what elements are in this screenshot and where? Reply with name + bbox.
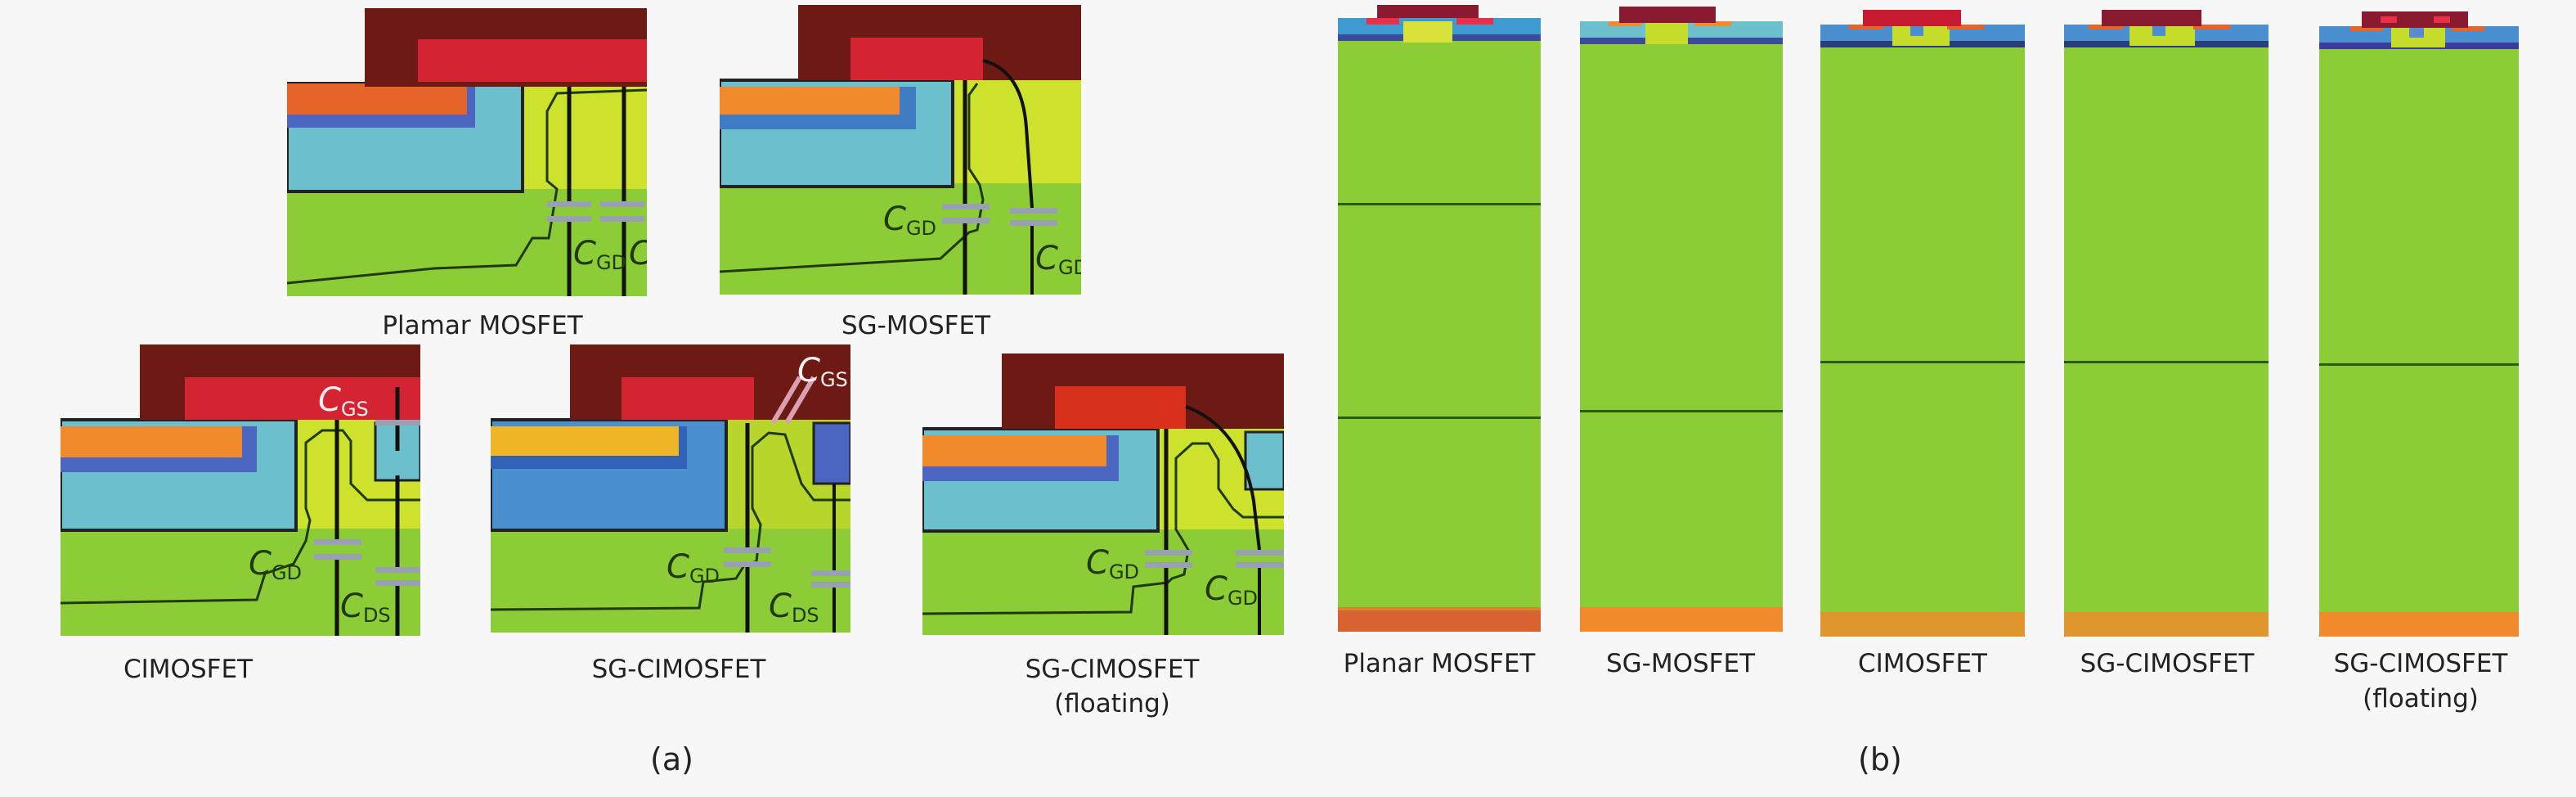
cds-label: CDS <box>769 588 819 627</box>
cimosfet-structure <box>61 344 420 636</box>
cgd-label: CGD <box>666 548 720 588</box>
sg-junction-line <box>1580 410 1783 412</box>
sg-mosfet-full-structure <box>1580 5 1783 632</box>
sgci-floating-b-label: SG-CIMOSFET <box>2333 649 2508 678</box>
cgs-label: CGS <box>797 352 848 391</box>
planar-mosfet-label: Plamar MOSFET <box>382 311 583 340</box>
sg-cimosfet-floating-sublabel: (floating) <box>1054 689 1170 718</box>
sg-mosfet-structure <box>720 5 1081 295</box>
cimosfet-label: CIMOSFET <box>123 655 253 684</box>
sg-b-label: SG-MOSFET <box>1605 649 1756 678</box>
ci-full-structure-svg <box>1820 10 2025 637</box>
sg-cimosfet-structure <box>491 344 850 633</box>
panel-a-label: (a) <box>650 741 693 777</box>
cgd-label: CGD <box>249 545 303 584</box>
sgci-b-label: SG-CIMOSFET <box>2080 649 2255 678</box>
sg-mosfet-cross-section: CGD CGD <box>720 5 1081 295</box>
cgd-label-2: CGD <box>629 237 647 272</box>
sgci-junction-line <box>2064 361 2269 363</box>
panel-b-label: (b) <box>1858 741 1902 777</box>
sg-cimosfet-floating-label: SG-CIMOSFET <box>1025 655 1200 684</box>
sg-full-structure-svg <box>1580 7 1783 632</box>
planar-mosfet-full-structure <box>1338 5 1541 632</box>
cgd-label-1: CGD <box>573 235 627 274</box>
sgci-floating-b-sublabel: (floating) <box>2363 684 2479 714</box>
sg-cimosfet-full-structure <box>2064 7 2269 637</box>
cgd-label-1: CGD <box>883 200 937 240</box>
planar-b-label: Planar MOSFET <box>1343 649 1536 678</box>
sg-cimosfet-floating-structure <box>922 353 1284 635</box>
cimosfet-cross-section: CGS CGD CDS <box>61 344 420 636</box>
sg-cimosfet-floating-full-structure <box>2319 8 2519 637</box>
planar-junction-line <box>1338 417 1541 419</box>
sg-cimosfet-cross-section: CGS CGD CDS <box>491 344 850 633</box>
cgs-label: CGS <box>318 381 369 421</box>
ci-b-label: CIMOSFET <box>1858 649 1987 678</box>
sgci-floating-junction-line <box>2319 363 2519 366</box>
planar-mosfet-cross-section: CGD CGD <box>287 5 647 296</box>
sg-cimosfet-floating-cross-section: CGD CGD <box>922 353 1284 635</box>
cds-label: CDS <box>340 588 391 627</box>
cgd-label-2: CGD <box>1205 570 1259 610</box>
sgci-floating-full-structure-svg <box>2319 11 2519 637</box>
planar-mosfet-structure <box>287 8 647 296</box>
cimosfet-full-structure <box>1820 7 2025 637</box>
cgd-label-2: CGD <box>1035 240 1081 279</box>
sgci-full-structure-svg <box>2064 10 2269 637</box>
cgd-label-1: CGD <box>1086 544 1140 583</box>
planar-full-structure-svg <box>1338 5 1541 632</box>
sg-mosfet-label: SG-MOSFET <box>841 311 991 340</box>
sg-cimosfet-label: SG-CIMOSFET <box>591 655 766 684</box>
ci-junction-line <box>1820 361 2025 363</box>
